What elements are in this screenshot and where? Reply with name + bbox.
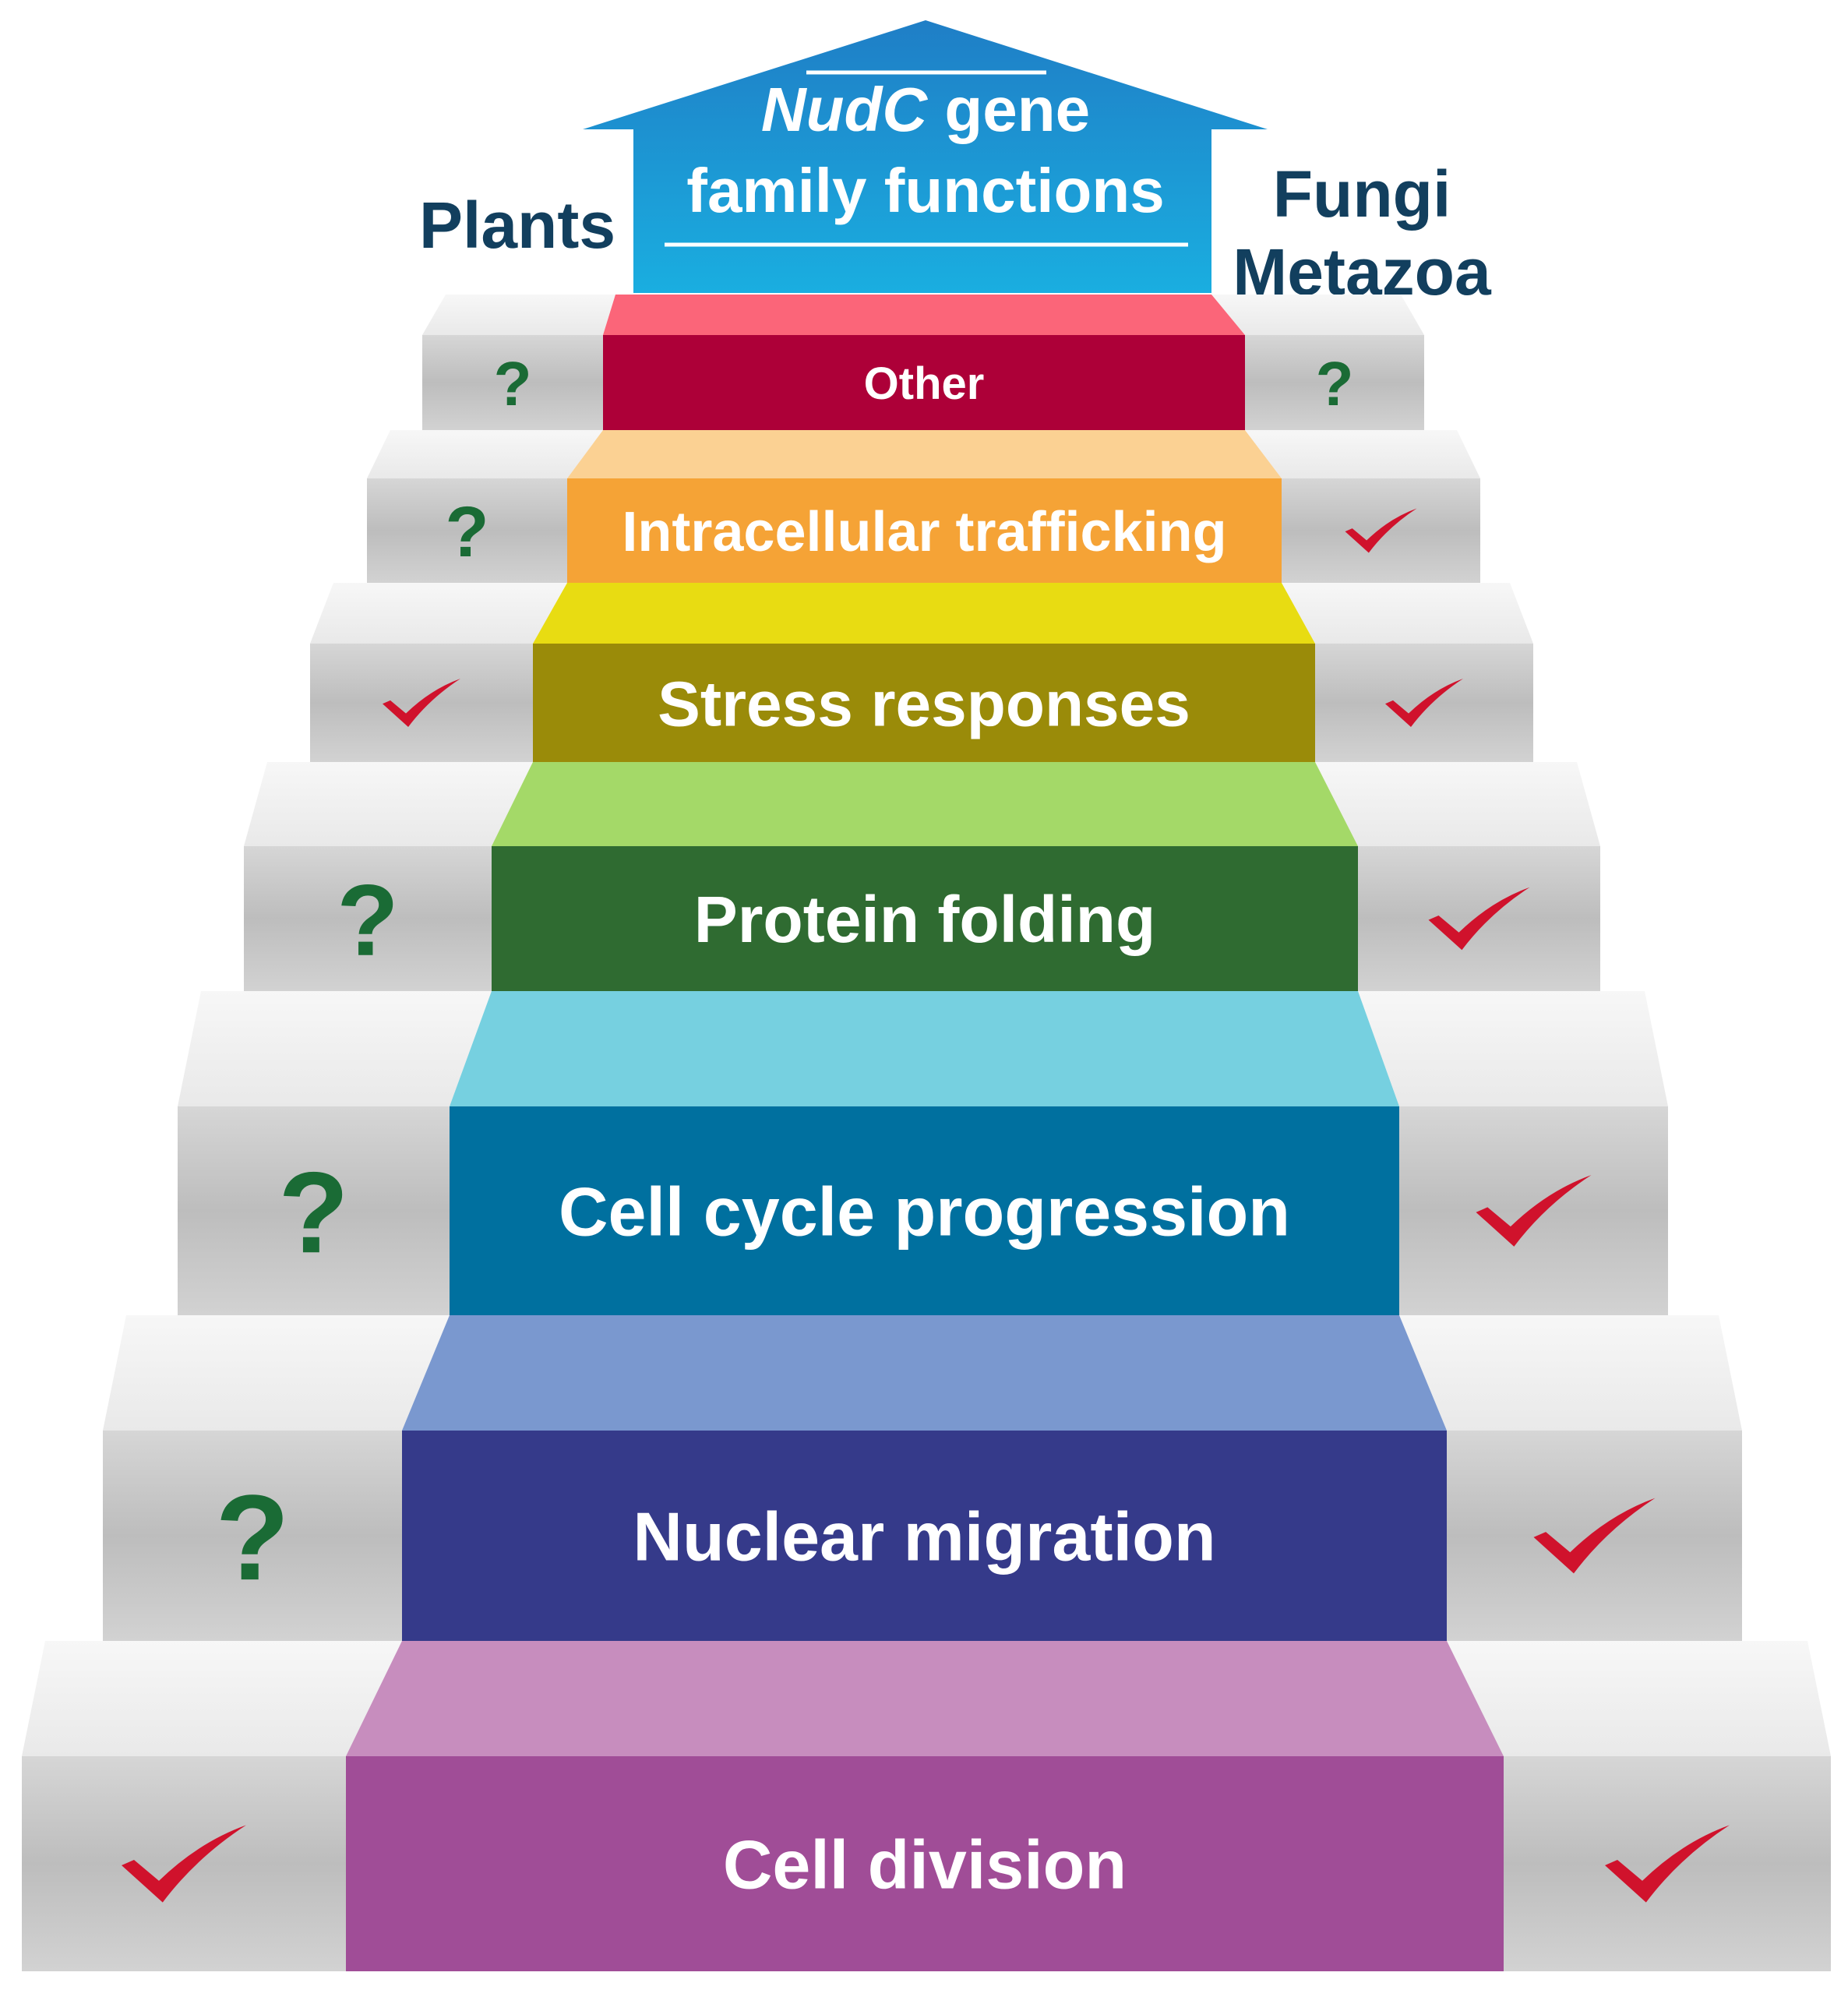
step-3: Stress responses bbox=[310, 583, 1533, 762]
step-riser bbox=[567, 478, 1282, 583]
fungi-metazoa-check-icon bbox=[1385, 679, 1463, 727]
title-line-1: NudC gene bbox=[761, 75, 1090, 144]
title-arrow-shape bbox=[583, 20, 1268, 293]
step-riser bbox=[346, 1756, 1504, 1971]
fungi-metazoa-check-icon bbox=[1605, 1825, 1730, 1903]
plants-question-icon: ? bbox=[215, 1470, 289, 1606]
title-gene-name: NudC bbox=[761, 75, 929, 144]
step-4: Protein folding? bbox=[244, 762, 1600, 991]
left-side-tread bbox=[244, 762, 533, 846]
step-5: Cell cycle progression? bbox=[178, 991, 1668, 1315]
step-tread bbox=[450, 991, 1399, 1106]
title-arrow: NudC gene family functions bbox=[583, 20, 1268, 293]
step-label: Intracellular trafficking bbox=[622, 501, 1226, 563]
fungi-metazoa-check-icon bbox=[1428, 887, 1530, 951]
left-side-tread bbox=[103, 1315, 450, 1431]
left-side-tread bbox=[178, 991, 492, 1106]
right-side-riser bbox=[1245, 335, 1424, 430]
fungi-metazoa-question-icon: ? bbox=[1316, 349, 1354, 418]
step-tread bbox=[346, 1641, 1504, 1756]
left-side-riser bbox=[178, 1106, 450, 1315]
step-riser bbox=[533, 644, 1315, 762]
left-side-riser bbox=[244, 846, 492, 991]
step-tread bbox=[492, 762, 1358, 846]
step-riser bbox=[402, 1431, 1447, 1641]
right-side-tread bbox=[1447, 1641, 1831, 1756]
plants-question-icon: ? bbox=[278, 1148, 348, 1277]
step-7: Cell division bbox=[22, 1641, 1831, 1971]
step-riser bbox=[492, 846, 1358, 991]
plants-check-icon bbox=[383, 679, 460, 727]
step-tread bbox=[402, 1315, 1447, 1431]
step-6: Nuclear migration? bbox=[103, 1315, 1742, 1641]
right-side-tread bbox=[1315, 762, 1600, 846]
plants-question-icon: ? bbox=[445, 492, 488, 572]
plants-check-icon bbox=[122, 1825, 246, 1903]
left-side-tread bbox=[310, 583, 567, 644]
left-side-riser bbox=[367, 478, 567, 583]
step-label: Cell cycle progression bbox=[559, 1173, 1290, 1251]
left-side-tread bbox=[422, 295, 615, 335]
right-side-tread bbox=[1358, 991, 1668, 1106]
step-label: Protein folding bbox=[694, 883, 1156, 956]
step-riser bbox=[603, 335, 1245, 430]
title-line-2: family functions bbox=[686, 156, 1164, 225]
step-label: Cell division bbox=[723, 1826, 1127, 1904]
fungi-metazoa-check-icon bbox=[1533, 1498, 1656, 1574]
left-side-tread bbox=[367, 430, 603, 478]
step-tread bbox=[533, 583, 1315, 644]
steps-layer: Other??Intracellular trafficking?Stress … bbox=[22, 295, 1831, 1971]
left-side-riser bbox=[103, 1431, 402, 1641]
right-side-tread bbox=[1399, 1315, 1742, 1431]
left-side-tread bbox=[22, 1641, 402, 1756]
plants-column-label: Plants bbox=[419, 189, 615, 262]
step-tread bbox=[603, 295, 1245, 335]
step-riser bbox=[450, 1106, 1399, 1315]
step-label: Nuclear migration bbox=[633, 1498, 1215, 1575]
step-1: Other?? bbox=[422, 295, 1424, 430]
right-side-tread bbox=[1211, 295, 1424, 335]
right-side-tread bbox=[1245, 430, 1480, 478]
plants-question-icon: ? bbox=[494, 349, 532, 418]
step-label: Other bbox=[864, 358, 985, 409]
step-label: Stress responses bbox=[658, 669, 1190, 740]
title-line-1-rest: gene bbox=[927, 75, 1090, 144]
left-side-riser bbox=[422, 335, 603, 430]
fungi-metazoa-check-icon bbox=[1345, 508, 1417, 553]
plants-question-icon: ? bbox=[337, 863, 398, 977]
step-2: Intracellular trafficking? bbox=[367, 430, 1480, 583]
step-tread bbox=[567, 430, 1282, 478]
fungi-column-label: Fungi bbox=[1273, 157, 1451, 231]
fungi-metazoa-check-icon bbox=[1476, 1175, 1592, 1247]
right-side-tread bbox=[1282, 583, 1533, 644]
